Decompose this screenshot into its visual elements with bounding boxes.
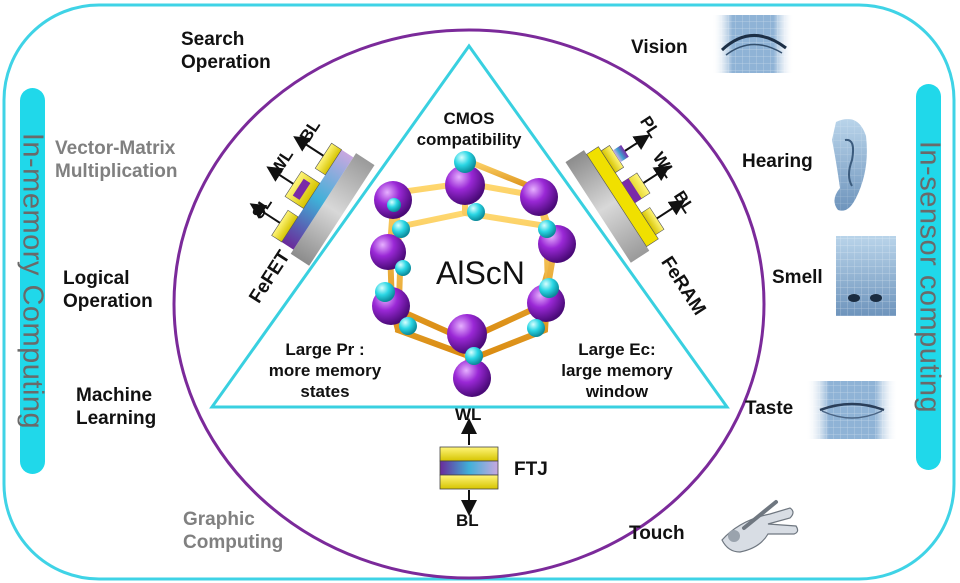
in-sensor-computing-label: In-sensor computing — [913, 140, 946, 414]
taste-image — [806, 381, 898, 439]
alscn-crystal — [370, 151, 576, 397]
taste-label: Taste — [745, 398, 794, 419]
ftj-device — [439, 418, 499, 516]
touch-label: Touch — [629, 523, 685, 544]
smell-label: Smell — [772, 267, 823, 288]
ftj-terminal-bl: BL — [456, 511, 479, 530]
in-memory-computing-label: In-memory Computing — [16, 132, 49, 430]
fefet-device — [249, 136, 375, 266]
smell-image — [836, 236, 896, 316]
material-label: AlScN — [436, 255, 525, 291]
center-triangle — [209, 43, 730, 409]
hearing-image — [826, 114, 872, 214]
vision-label: Vision — [631, 37, 688, 58]
ftj-label: FTJ — [514, 459, 548, 480]
left-pill — [20, 88, 45, 474]
touch-image — [721, 500, 799, 553]
main-ellipse — [172, 28, 766, 580]
vision-image — [712, 15, 794, 73]
feram-device — [565, 134, 686, 263]
ftj-terminal-wl: WL — [455, 405, 482, 424]
hearing-label: Hearing — [742, 151, 813, 172]
right-pill — [916, 84, 941, 470]
